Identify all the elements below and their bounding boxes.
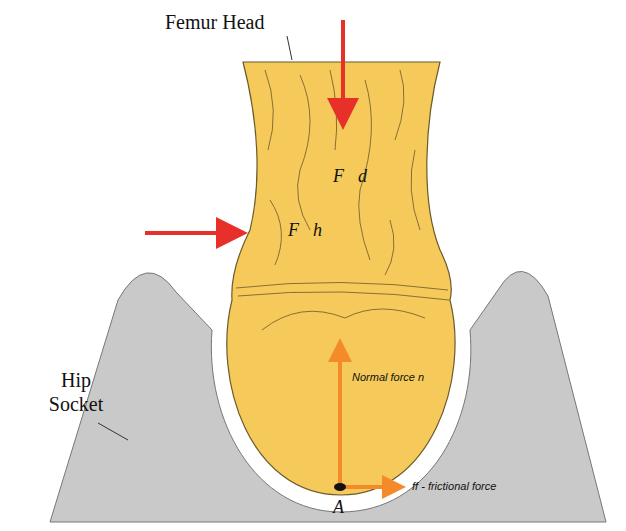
normal-force-arrow <box>338 346 342 487</box>
part-label: Hip Socket <box>36 368 116 416</box>
force-arrow <box>145 231 240 235</box>
force-arrow <box>341 20 345 122</box>
contact-point <box>334 483 346 491</box>
part-label: Femur Head <box>165 10 264 34</box>
point-label: A <box>333 497 344 519</box>
force-label: F⃗d <box>333 166 367 188</box>
friction-arrow <box>340 485 398 489</box>
force-label: Normal force n <box>352 371 424 384</box>
femur-head <box>227 62 455 495</box>
leader-line <box>98 423 128 440</box>
force-label: ff - frictional force <box>412 480 496 493</box>
leader-line <box>287 36 292 60</box>
force-label: F⃗h <box>288 220 322 242</box>
